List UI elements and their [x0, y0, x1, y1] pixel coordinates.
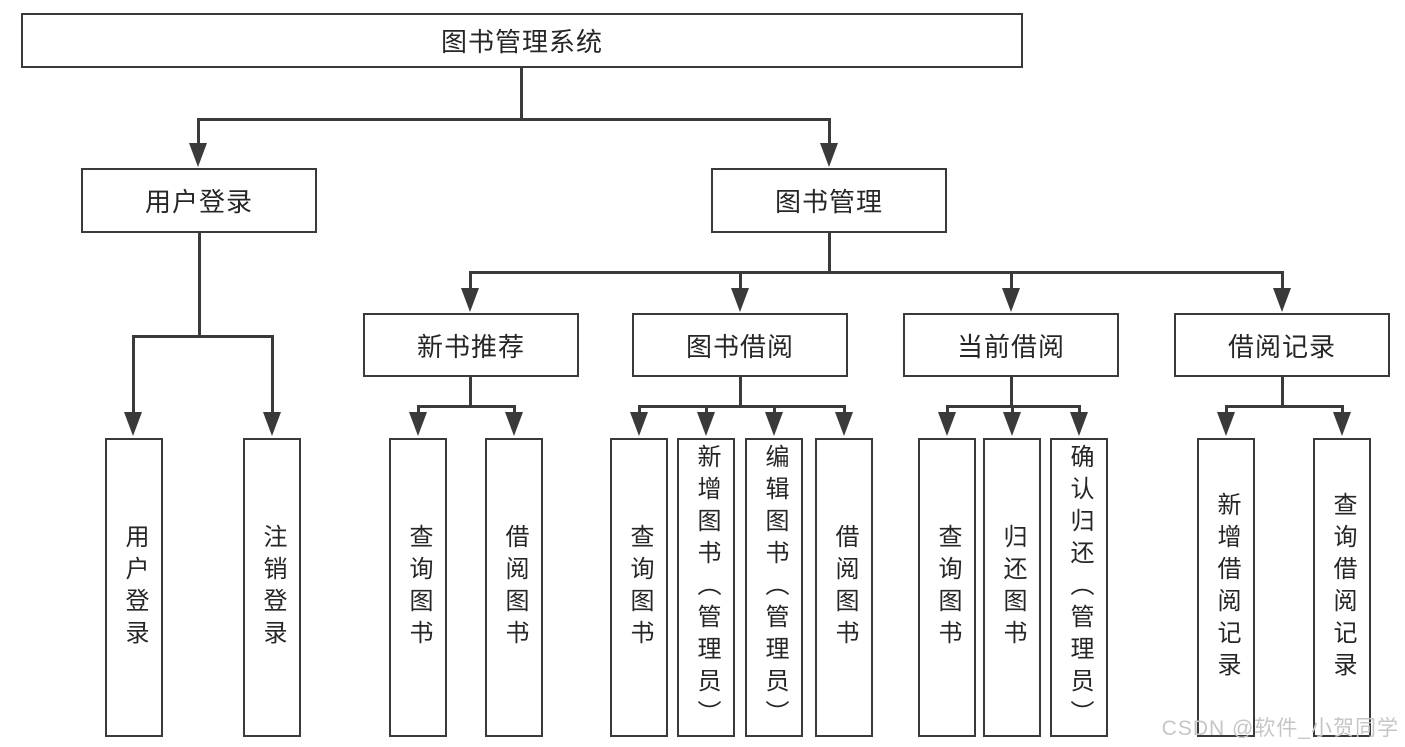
connector-stub — [638, 405, 641, 415]
node-new-book-recommendation: 新书推荐 — [363, 313, 579, 377]
connector-stub — [739, 271, 742, 291]
connector-user-login-split — [132, 335, 274, 338]
arrowhead-down-icon — [1273, 288, 1291, 312]
leaf-add-book-admin: 新增图书（管理员） — [677, 438, 735, 737]
arrowhead-down-icon — [263, 412, 281, 436]
arrowhead-down-icon — [1070, 412, 1088, 436]
connector-stub — [469, 271, 472, 291]
leaf-logout: 注销登录 — [243, 438, 301, 737]
arrowhead-down-icon — [630, 412, 648, 436]
connector-stub — [773, 405, 776, 415]
leaf-edit-book-admin: 编辑图书（管理员） — [745, 438, 803, 737]
connector-stub — [417, 405, 420, 415]
connector-root-stem — [520, 68, 523, 119]
leaf-borrow-books: 借阅图书 — [485, 438, 543, 737]
connector-stub — [843, 405, 846, 415]
arrowhead-down-icon — [938, 412, 956, 436]
leaf-return-book: 归还图书 — [983, 438, 1041, 737]
arrowhead-down-icon — [1002, 288, 1020, 312]
connector-stub — [132, 335, 135, 415]
leaf-query-books: 查询图书 — [389, 438, 447, 737]
arrowhead-down-icon — [765, 412, 783, 436]
connector-stub — [1281, 271, 1284, 291]
connector-borrowing-stem — [739, 377, 742, 406]
csdn-watermark: CSDN @软件_小贺同学 — [1161, 717, 1399, 740]
connector-stub — [705, 405, 708, 415]
connector-stub — [513, 405, 516, 415]
arrowhead-down-icon — [409, 412, 427, 436]
node-current-borrowing: 当前借阅 — [903, 313, 1119, 377]
node-book-borrowing: 图书借阅 — [632, 313, 848, 377]
arrowhead-down-icon — [461, 288, 479, 312]
connector-stub — [1078, 405, 1081, 415]
arrowhead-down-icon — [189, 143, 207, 167]
leaf-query-books: 查询图书 — [918, 438, 976, 737]
connector-borrowing-split — [638, 405, 846, 408]
leaf-add-borrow-record: 新增借阅记录 — [1197, 438, 1255, 737]
leaf-confirm-return-admin: 确认归还（管理员） — [1050, 438, 1108, 737]
connector-stub — [1225, 405, 1228, 415]
node-user-login: 用户登录 — [81, 168, 317, 233]
arrowhead-down-icon — [1003, 412, 1021, 436]
connector-stub — [1010, 271, 1013, 291]
arrowhead-down-icon — [1333, 412, 1351, 436]
connector-recommend-split — [417, 405, 516, 408]
node-library-management-system: 图书管理系统 — [21, 13, 1023, 68]
connector-stub — [946, 405, 949, 415]
connector-user-login-stem — [198, 233, 201, 336]
connector-records-stem — [1281, 377, 1284, 406]
connector-records-split — [1225, 405, 1344, 408]
connector-recommend-stem — [469, 377, 472, 406]
node-book-management: 图书管理 — [711, 168, 947, 233]
connector-stub — [197, 118, 200, 146]
connector-level2-split — [197, 118, 831, 121]
arrowhead-down-icon — [835, 412, 853, 436]
connector-stub — [828, 118, 831, 146]
connector-level3-split — [469, 271, 1283, 274]
connector-stub — [1341, 405, 1344, 415]
leaf-query-books: 查询图书 — [610, 438, 668, 737]
node-borrowing-records: 借阅记录 — [1174, 313, 1390, 377]
connector-book-mgmt-stem — [828, 233, 831, 272]
leaf-user-login: 用户登录 — [105, 438, 163, 737]
leaf-borrow-books: 借阅图书 — [815, 438, 873, 737]
arrowhead-down-icon — [505, 412, 523, 436]
connector-stub — [1011, 405, 1014, 415]
arrowhead-down-icon — [731, 288, 749, 312]
arrowhead-down-icon — [820, 143, 838, 167]
leaf-query-borrow-record: 查询借阅记录 — [1313, 438, 1371, 737]
connector-stub — [271, 335, 274, 415]
arrowhead-down-icon — [1217, 412, 1235, 436]
arrowhead-down-icon — [124, 412, 142, 436]
connector-current-stem — [1010, 377, 1013, 406]
arrowhead-down-icon — [697, 412, 715, 436]
